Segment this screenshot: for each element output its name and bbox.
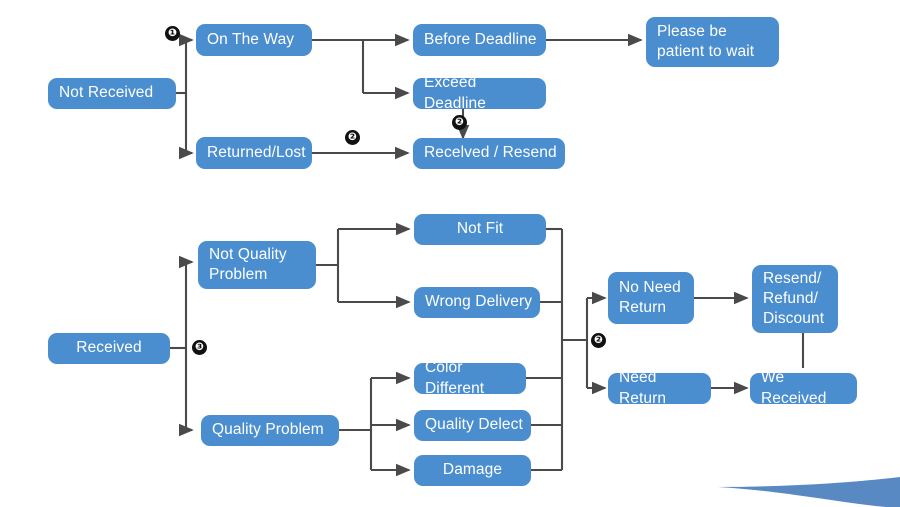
- node-not-quality-problem[interactable]: Not Quality Problem: [198, 241, 316, 289]
- node-resend-refund-discount[interactable]: Resend/ Refund/ Discount: [752, 265, 838, 333]
- node-not-fit[interactable]: Not Fit: [414, 214, 546, 245]
- node-no-need-return[interactable]: No Need Return: [608, 272, 694, 324]
- step-marker-1: ❶: [165, 26, 180, 41]
- step-marker-3: ❸: [192, 340, 207, 355]
- node-not-received[interactable]: Not Received: [48, 78, 176, 109]
- node-returned-lost[interactable]: Returned/Lost: [196, 137, 312, 169]
- decorative-swoosh: [718, 477, 900, 507]
- node-exceed-deadline[interactable]: Exceed Deadline: [413, 74, 546, 112]
- step-marker-2-returned: ❷: [345, 130, 360, 145]
- node-wrong-delivery[interactable]: Wrong Delivery: [414, 287, 540, 318]
- node-we-received[interactable]: We Received: [750, 369, 857, 407]
- node-received[interactable]: Received: [48, 333, 170, 364]
- step-marker-2-merge: ❷: [591, 333, 606, 348]
- node-quality-problem[interactable]: Quality Problem: [201, 415, 339, 446]
- node-damage[interactable]: Damage: [414, 455, 531, 486]
- node-color-different[interactable]: Color Different: [414, 359, 526, 397]
- node-before-deadline[interactable]: Before Deadline: [413, 24, 546, 56]
- node-quality-delect[interactable]: Quality Delect: [414, 410, 531, 441]
- node-recelved-resend[interactable]: Recelved / Resend: [413, 138, 565, 169]
- step-marker-2-exceed: ❷: [452, 115, 467, 130]
- node-on-the-way[interactable]: On The Way: [196, 24, 312, 56]
- node-need-return[interactable]: Need Return: [608, 369, 711, 407]
- node-please-be-patient[interactable]: Please be patient to wait: [646, 17, 779, 67]
